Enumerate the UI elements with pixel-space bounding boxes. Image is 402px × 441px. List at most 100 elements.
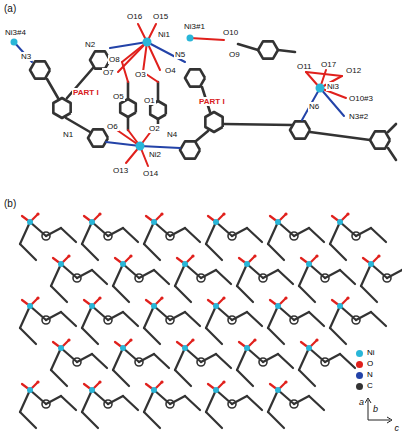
network-bond — [237, 286, 253, 302]
network-bond — [144, 328, 160, 344]
network-bond — [309, 396, 324, 410]
network-bond — [61, 228, 76, 242]
network-bond — [123, 228, 138, 242]
network-bond — [330, 328, 346, 344]
legend-item: Ni — [356, 348, 375, 358]
network-bond — [154, 306, 170, 320]
ring — [166, 316, 174, 324]
network-bond — [340, 354, 355, 368]
atom — [98, 296, 101, 299]
atom-label: Ni3#1 — [183, 22, 206, 31]
network-bond — [113, 370, 129, 386]
ring — [104, 232, 112, 240]
ring — [166, 232, 174, 240]
atom — [58, 345, 64, 351]
atom — [98, 380, 101, 383]
network-bond — [154, 270, 169, 284]
atom — [136, 142, 145, 151]
network-bond — [51, 286, 67, 302]
atom-label: O17 — [320, 60, 337, 69]
network-bond — [113, 286, 129, 302]
atom — [244, 261, 250, 267]
atom — [98, 212, 101, 215]
part-name: PART I — [72, 88, 100, 97]
atom — [67, 338, 70, 341]
legend-text: Ni — [367, 348, 375, 358]
ring — [90, 51, 110, 68]
atom — [346, 212, 349, 215]
atom-label: O6 — [106, 122, 119, 131]
ring — [290, 316, 298, 324]
ring — [42, 400, 50, 408]
atom — [275, 219, 281, 225]
atom — [191, 338, 194, 341]
atom — [151, 219, 157, 225]
atom — [182, 261, 188, 267]
atom-label: N3 — [20, 52, 32, 61]
ring — [228, 316, 236, 324]
atom — [27, 303, 33, 309]
network-bond — [20, 390, 30, 412]
network-bond — [237, 370, 253, 386]
atom — [11, 39, 18, 46]
network-bond — [216, 306, 232, 320]
network-bond — [268, 222, 278, 244]
atom — [151, 387, 157, 393]
network-bond — [247, 312, 262, 326]
network-bond — [20, 328, 36, 344]
network-bond — [206, 244, 222, 260]
network-bond — [268, 306, 278, 328]
ring — [197, 274, 205, 282]
network-bond — [175, 264, 185, 286]
network-bond — [113, 264, 123, 286]
network-bond — [51, 370, 67, 386]
network-bond — [206, 306, 216, 328]
ring — [228, 400, 236, 408]
axis-label: b — [372, 405, 379, 414]
atom — [120, 261, 126, 267]
bond — [143, 42, 147, 72]
ring — [258, 41, 278, 58]
network-bond — [330, 222, 340, 244]
legend-swatch — [356, 361, 363, 368]
network-bond — [247, 228, 262, 242]
network-bond — [206, 390, 216, 412]
atom — [275, 387, 281, 393]
network-bond — [299, 264, 309, 286]
ring — [104, 316, 112, 324]
atom-label: O13 — [112, 166, 129, 175]
network-bond — [82, 412, 98, 428]
legend-swatch — [356, 383, 363, 390]
network-bond — [185, 348, 201, 362]
network-bond — [268, 244, 284, 260]
atom-label: O12 — [345, 66, 362, 75]
network-bond — [144, 222, 154, 244]
network-bond — [123, 312, 138, 326]
atom-label: Ni2 — [148, 150, 162, 159]
network-bond — [299, 286, 315, 302]
ring — [180, 141, 200, 158]
part-name: PART I — [198, 97, 226, 106]
atom — [315, 338, 318, 341]
network-bond — [175, 370, 191, 386]
atom — [284, 380, 287, 383]
atom — [160, 296, 163, 299]
atom-label: N6 — [308, 102, 320, 111]
network-bond — [123, 264, 139, 278]
atom-label: N3#2 — [348, 112, 369, 121]
network-bond — [61, 264, 77, 278]
network-bond — [340, 306, 356, 320]
ring — [73, 274, 81, 282]
axis-label: c — [394, 424, 401, 433]
atom-label: O9 — [228, 50, 241, 59]
legend-swatch — [356, 372, 363, 379]
network-bond — [51, 264, 61, 286]
bond — [47, 79, 58, 98]
atom — [315, 254, 318, 257]
network-bond — [247, 348, 263, 362]
network-bond — [268, 412, 284, 428]
network-bond — [154, 222, 170, 236]
network-bond — [20, 222, 30, 244]
network-bond — [340, 270, 355, 284]
